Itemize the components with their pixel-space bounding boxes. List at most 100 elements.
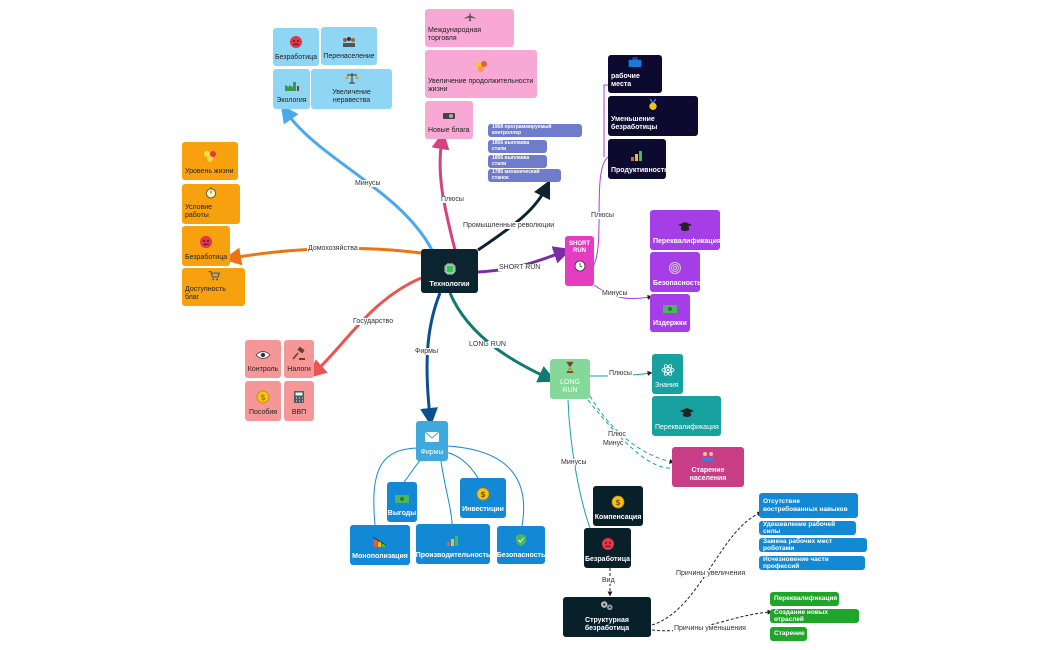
- firms-profit-node[interactable]: Выгоды: [387, 482, 417, 522]
- firms-label: Фирмы: [420, 448, 444, 456]
- branch-label-lr-plusy: Плюсы: [608, 370, 633, 377]
- decrease-cause-item[interactable]: Переквалификация: [770, 592, 839, 606]
- cart-icon: [208, 271, 220, 281]
- hourglass-icon: [566, 361, 574, 373]
- branch-label-firms: Фирмы: [414, 348, 439, 355]
- branch-label-revolutions: Промышленные революции: [462, 222, 556, 229]
- household-unemployment-label: Безработица: [185, 253, 228, 261]
- household-unemployment-node[interactable]: Безработица: [182, 226, 230, 266]
- increase-cause-item[interactable]: Исчезновение части профессий: [759, 556, 865, 570]
- firms-monopoly-node[interactable]: Монополизация: [350, 525, 410, 565]
- household-work-label: Условие работы: [185, 203, 213, 219]
- branch-label-vid: Вид: [601, 577, 616, 584]
- cash-icon: [663, 304, 677, 313]
- root-node[interactable]: Технологии: [421, 249, 478, 293]
- lr-compensation-label: Компенсация: [594, 513, 642, 521]
- scales-icon: [344, 72, 359, 84]
- firms-profit-label: Выгоды: [387, 509, 417, 517]
- revolution-item[interactable]: 1968 программируемый контроллер: [488, 124, 582, 137]
- graduation-cap-icon: [679, 407, 694, 417]
- chip-icon: [443, 262, 456, 275]
- firms-investment-node[interactable]: $ Инвестиции: [460, 478, 506, 518]
- sad-face-icon: [200, 235, 212, 248]
- firms-productivity-node[interactable]: Производительность: [416, 524, 490, 564]
- coin-icon: $: [611, 495, 625, 509]
- increase-cause-item[interactable]: Отсутствие востребованных навыков: [759, 493, 858, 518]
- increase-cause-item[interactable]: Замена рабочих мест роботами: [759, 538, 867, 552]
- fingerprint-icon: [669, 261, 681, 274]
- minus-unemployment-label: Безработица: [274, 53, 318, 61]
- state-control-node[interactable]: Контроль: [245, 340, 281, 378]
- sad-face-icon: [601, 537, 614, 550]
- sr-costs-node[interactable]: Издержки: [650, 294, 690, 332]
- decrease-cause-item[interactable]: Создание новых отраслей: [770, 609, 859, 623]
- sr-retraining-node[interactable]: Переквалификация: [650, 210, 721, 250]
- minus-unemployment-node[interactable]: Безработица: [273, 28, 319, 66]
- firms-safety-label: Безопасность: [496, 551, 546, 559]
- sr-less-unemployment-label: Уменьшение безработицы: [611, 115, 658, 131]
- long-run-label: LONG RUN: [560, 378, 580, 394]
- household-access-node[interactable]: Доступность благ: [182, 268, 245, 306]
- firms-productivity-label: Производительность: [415, 551, 491, 559]
- bar-chart-icon: [631, 150, 642, 161]
- minus-inequality-node[interactable]: Увеличение неравества: [311, 69, 392, 109]
- lr-compensation-node[interactable]: $ Компенсация: [593, 486, 643, 526]
- lr-unemployment-node[interactable]: Безработица: [584, 528, 631, 568]
- state-benefits-node[interactable]: $ Пособия: [245, 381, 281, 421]
- people-icon: [343, 36, 355, 47]
- firms-safety-node[interactable]: Безопасность: [497, 526, 545, 564]
- decrease-cause-item[interactable]: Старение: [770, 627, 807, 641]
- minus-overpopulation-label: Перенаселение: [323, 52, 375, 60]
- minus-ecology-node[interactable]: Экология: [273, 69, 310, 109]
- state-gdp-node[interactable]: ВВП: [284, 381, 314, 421]
- revolution-item[interactable]: 1856 выплавка стали: [488, 155, 547, 168]
- sr-safety-node[interactable]: Безопасность: [650, 252, 702, 292]
- branch-label-sr-minusy: Минусы: [601, 290, 629, 297]
- plus-life-node[interactable]: Увеличение продолжительности жизни: [425, 50, 537, 98]
- clock-icon: [574, 260, 585, 272]
- minus-overpopulation-node[interactable]: Перенаселение: [321, 27, 377, 65]
- root-label: Технологии: [429, 280, 470, 288]
- plus-trade-label: Международная торговля: [428, 26, 482, 42]
- revolution-item[interactable]: 1856 выплавка стали: [488, 140, 547, 153]
- chart-down-icon: [372, 536, 387, 547]
- household-living-node[interactable]: Уровень жизни: [182, 142, 238, 180]
- plus-goods-node[interactable]: Новые блага: [425, 101, 473, 139]
- gavel-icon: [292, 346, 305, 360]
- lr-structural-node[interactable]: Структурная безработица: [563, 597, 651, 637]
- pills-icon: [204, 150, 216, 162]
- bar-chart-icon: [447, 535, 458, 546]
- sr-jobs-node[interactable]: рабочие места: [608, 55, 662, 93]
- firms-node[interactable]: Фирмы: [416, 421, 448, 461]
- lr-unemployment-label: Безработица: [585, 555, 631, 563]
- svg-text:$: $: [615, 498, 621, 507]
- plus-trade-node[interactable]: Международная торговля: [425, 9, 514, 47]
- short-run-node[interactable]: SHORT RUN: [565, 236, 594, 286]
- briefcase-icon: [628, 57, 642, 67]
- sr-productivity-node[interactable]: Продуктивность: [608, 139, 669, 179]
- lr-retraining-label: Переквалификация: [655, 423, 719, 431]
- sr-safety-label: Безопасность: [653, 279, 702, 287]
- short-run-label: SHORT RUN: [569, 241, 590, 254]
- branch-label-decrease: Причины уменьшения: [673, 625, 747, 632]
- revolution-item[interactable]: 1785 механический станок: [488, 169, 561, 182]
- sr-productivity-label: Продуктивность: [611, 166, 669, 174]
- branch-label-long-run: LONG RUN: [468, 341, 507, 348]
- lr-knowledge-node[interactable]: Знания: [652, 354, 683, 394]
- eye-icon: [255, 351, 271, 359]
- sr-less-unemployment-node[interactable]: Уменьшение безработицы: [608, 96, 698, 136]
- branch-label-increase: Причины увеличения: [675, 570, 747, 577]
- branch-label-state: Государство: [352, 318, 395, 325]
- minus-ecology-label: Экология: [276, 96, 307, 104]
- plus-life-label: Увеличение продолжительности жизни: [428, 77, 534, 93]
- long-run-node[interactable]: LONG RUN: [550, 359, 590, 399]
- lr-aging-label: Старение населения: [689, 466, 727, 482]
- lr-retraining-node[interactable]: Переквалификация: [652, 396, 721, 436]
- lr-aging-node[interactable]: Старение населения: [672, 447, 744, 487]
- svg-text:$: $: [260, 393, 265, 402]
- state-taxes-node[interactable]: Налоги: [284, 340, 314, 378]
- lr-structural-label: Структурная безработица: [584, 616, 630, 632]
- household-work-node[interactable]: Условие работы: [182, 184, 240, 224]
- branch-label-short-run: SHORT RUN: [498, 264, 542, 271]
- increase-cause-item[interactable]: Удешевление рабочей силы: [759, 521, 856, 535]
